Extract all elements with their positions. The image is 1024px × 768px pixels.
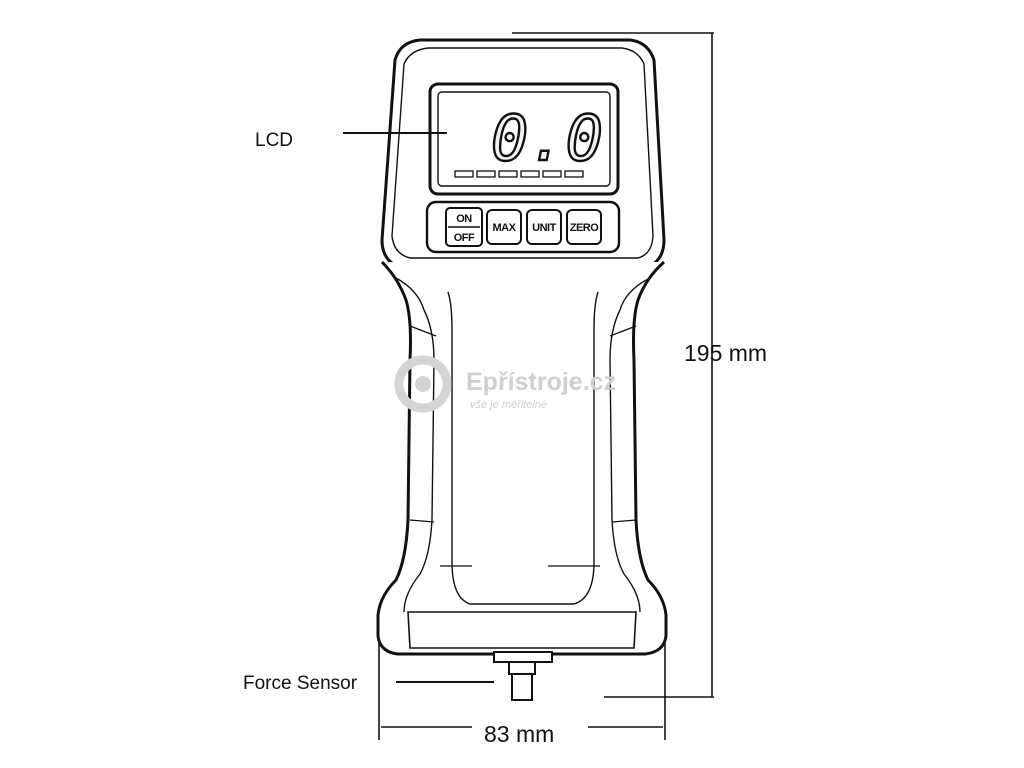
unit-button[interactable]: UNIT (526, 209, 562, 245)
lcd-reading: 0.0 (491, 102, 603, 175)
force-sensor-shaft (493, 651, 553, 701)
watermark-brand: Epřístroje.cz (466, 368, 616, 396)
on-off-button[interactable]: ON OFF (445, 207, 483, 247)
height-label: 195 mm (684, 340, 767, 366)
watermark-tagline: vše je měřitelné (470, 399, 547, 411)
lcd-display: 0.0 (428, 82, 620, 196)
watermark: Epřístroje.cz vše je měřitelné (394, 355, 616, 413)
zero-button[interactable]: ZERO (566, 209, 602, 245)
on-label: ON (456, 213, 472, 225)
keypad: ON OFF MAX UNIT ZERO (425, 200, 621, 254)
unit-label: UNIT (532, 222, 556, 234)
force-sensor-callout: Force Sensor (243, 673, 494, 694)
height-dimension (512, 32, 714, 698)
max-label: MAX (493, 222, 517, 234)
force-sensor-label: Force Sensor (243, 673, 358, 694)
width-label: 83 mm (484, 721, 554, 747)
lcd-indicator-bars (454, 170, 584, 178)
off-label: OFF (454, 232, 475, 244)
lcd-callout: LCD (255, 130, 447, 151)
max-button[interactable]: MAX (486, 209, 522, 245)
lcd-label: LCD (255, 130, 293, 151)
watermark-logo-icon (394, 355, 452, 413)
zero-label: ZERO (570, 222, 600, 234)
